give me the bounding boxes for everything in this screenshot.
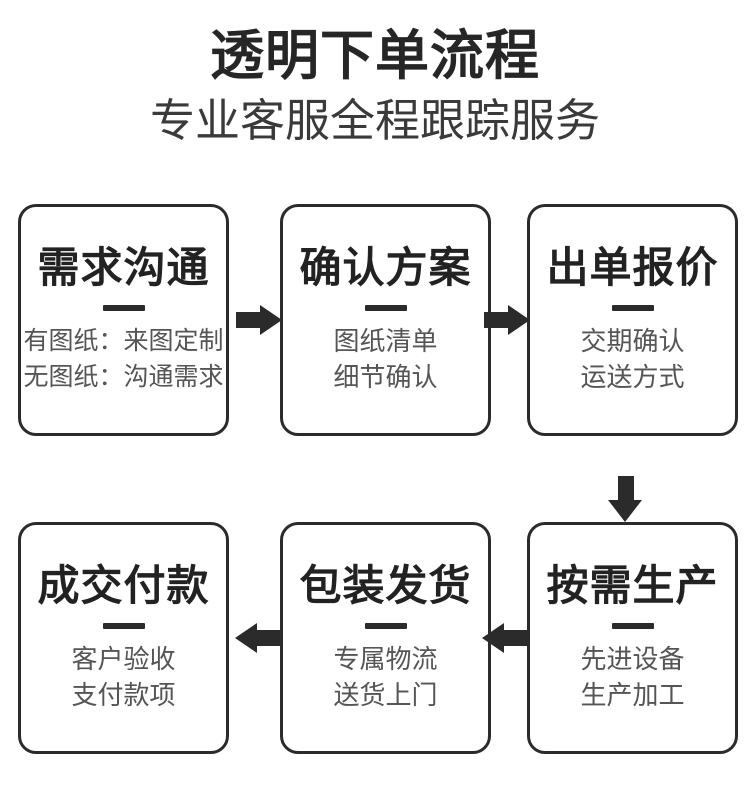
flow-step-title: 包装发货 <box>299 562 472 609</box>
flow-step-detail: 生产加工 <box>580 680 685 710</box>
arrow-head <box>235 623 257 653</box>
flow-step-detail: 图纸清单 <box>333 326 438 356</box>
arrow-shaft <box>502 630 528 646</box>
flow-step-card-2[interactable]: 确认方案 图纸清单 细节确认 <box>280 204 491 436</box>
flow-step-card-3[interactable]: 出单报价 交期确认 运送方式 <box>527 204 738 436</box>
arrow-shaft <box>255 630 281 646</box>
arrow-shaft <box>618 476 634 502</box>
title-divider <box>364 305 407 311</box>
flow-step-detail: 细节确认 <box>333 362 438 392</box>
flow-step-card-1[interactable]: 需求沟通 有图纸：来图定制 无图纸：沟通需求 <box>18 204 229 436</box>
arrow-shaft <box>236 312 262 328</box>
flow-step-detail-list: 有图纸：来图定制 无图纸：沟通需求 <box>23 323 223 395</box>
arrow-head <box>508 305 530 335</box>
flow-step-detail: 无图纸：沟通需求 <box>23 363 224 391</box>
flow-step-title: 确认方案 <box>299 244 472 291</box>
page-subtitle: 专业客服全程跟踪服务 <box>149 95 600 146</box>
title-divider <box>611 623 654 629</box>
flow-step-detail-list: 图纸清单 细节确认 <box>333 323 437 395</box>
flow-step-detail-list: 专属物流 送货上门 <box>333 641 437 713</box>
header: 透明下单流程 专业客服全程跟踪服务 <box>0 0 750 148</box>
arrow-left-icon-step5-step6 <box>235 623 281 653</box>
flow-step-detail: 先进设备 <box>580 644 685 674</box>
arrow-left-icon-step4-step5 <box>482 623 528 653</box>
arrow-head <box>608 500 642 522</box>
flow-row-top: 需求沟通 有图纸：来图定制 无图纸：沟通需求 确认方案 图纸清单 细节确认 <box>0 204 750 522</box>
arrow-right-icon-step2-step3 <box>484 305 530 335</box>
title-divider <box>102 623 145 629</box>
flow-step-detail-list: 客户验收 支付款项 <box>71 641 175 713</box>
flow-step-detail: 有图纸：来图定制 <box>23 327 224 355</box>
flow-row-bottom: 成交付款 客户验收 支付款项 包装发货 专属物流 送货上门 <box>0 522 750 762</box>
flow-step-detail: 专属物流 <box>333 644 438 674</box>
flow-step-card-5[interactable]: 包装发货 专属物流 送货上门 <box>280 522 491 754</box>
arrow-right-icon-step1-step2 <box>236 305 282 335</box>
arrow-head <box>482 623 504 653</box>
flow-step-detail: 送货上门 <box>333 680 438 710</box>
flow-step-title: 按需生产 <box>546 562 719 609</box>
arrow-head <box>260 305 282 335</box>
flow-step-detail-list: 先进设备 生产加工 <box>580 641 684 713</box>
flow-step-detail-list: 交期确认 运送方式 <box>580 323 684 395</box>
title-divider <box>102 305 145 311</box>
flow-step-detail: 交期确认 <box>580 326 685 356</box>
title-divider <box>364 623 407 629</box>
flow-step-title: 需求沟通 <box>37 244 210 291</box>
flow-step-card-4[interactable]: 按需生产 先进设备 生产加工 <box>527 522 738 754</box>
flow-step-title: 成交付款 <box>37 562 210 609</box>
page-title: 透明下单流程 <box>210 26 540 86</box>
arrow-down-icon-step3-step4 <box>608 476 642 522</box>
flow-step-title: 出单报价 <box>546 244 719 291</box>
flow-step-detail: 支付款项 <box>71 680 176 710</box>
flow-step-card-6[interactable]: 成交付款 客户验收 支付款项 <box>18 522 229 754</box>
title-divider <box>611 305 654 311</box>
process-flow-diagram: 需求沟通 有图纸：来图定制 无图纸：沟通需求 确认方案 图纸清单 细节确认 <box>0 190 750 804</box>
flow-step-detail: 客户验收 <box>71 644 176 674</box>
flow-step-detail: 运送方式 <box>580 362 685 392</box>
arrow-shaft <box>484 312 510 328</box>
